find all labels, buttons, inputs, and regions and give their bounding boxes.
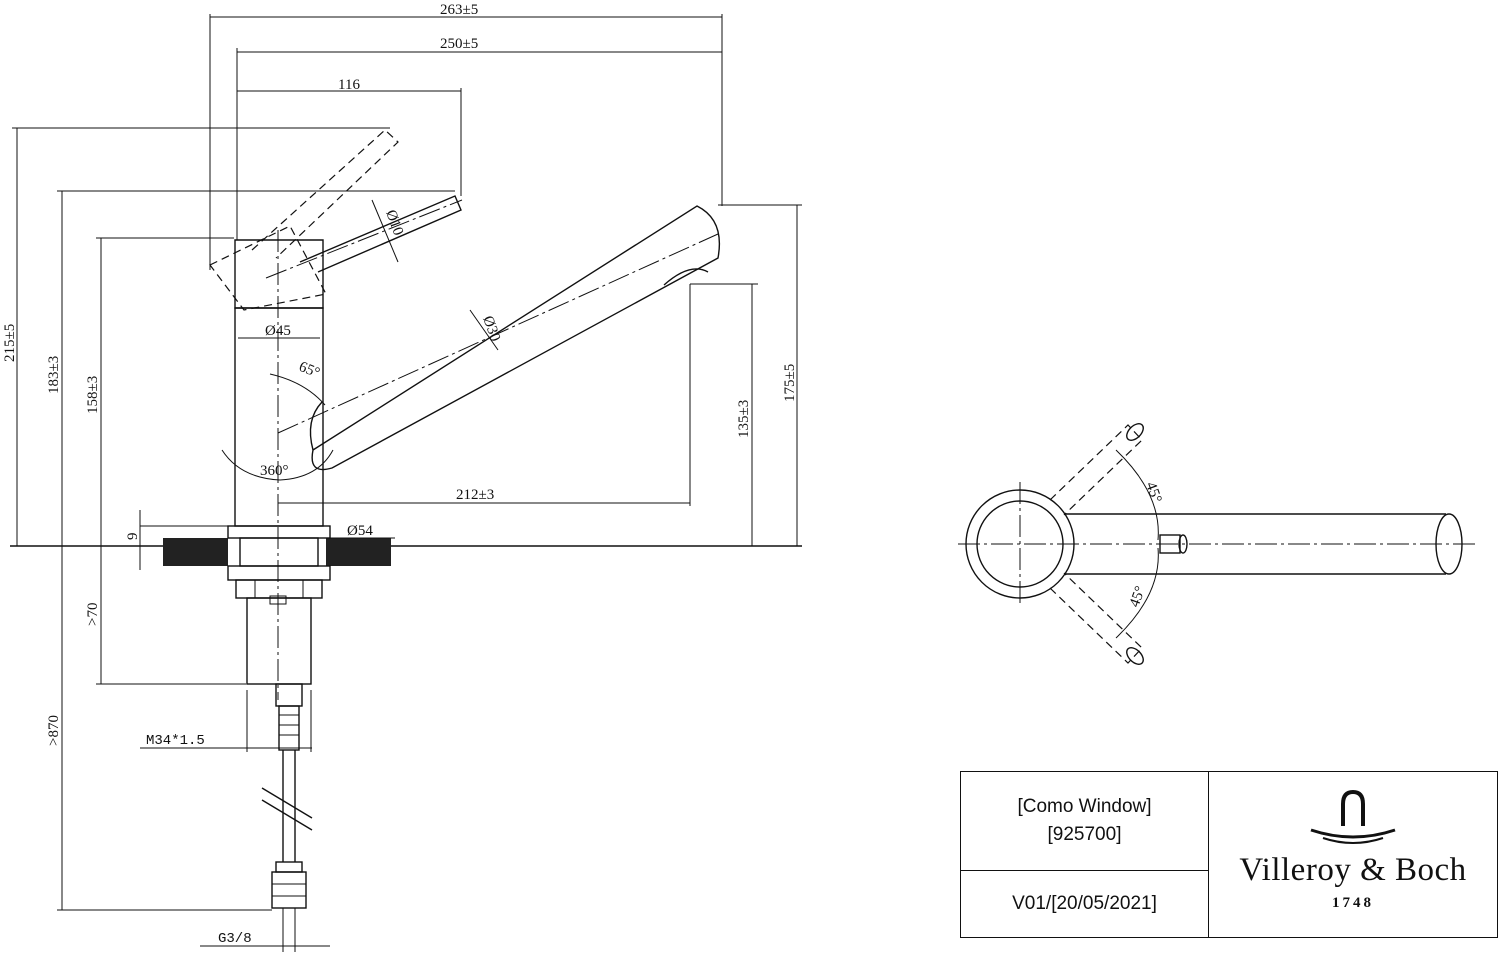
version-date: V01/[20/05/2021] — [1012, 893, 1157, 914]
dim-70: >70 — [85, 603, 101, 626]
brand-logo: Villeroy & Boch 1748 — [1209, 772, 1497, 937]
dim-9: 9 — [125, 533, 141, 541]
dim-263: 263±5 — [440, 2, 478, 18]
product-name: [Como Window] — [1017, 796, 1152, 817]
dia-45: Ø45 — [265, 323, 291, 339]
top-view: 45° 45° — [958, 423, 1478, 665]
top-angle-45-lower: 45° — [1127, 584, 1149, 609]
product-info: [Como Window] [925700] — [961, 772, 1208, 871]
dia-30: Ø30 — [479, 314, 503, 344]
thread-g38: G3/8 — [218, 931, 252, 947]
side-view: 263±5 250±5 116 215±5 183±3 158±3 175±5 … — [2, 2, 802, 952]
brand-year: 1748 — [1332, 895, 1374, 911]
dim-250: 250±5 — [440, 36, 478, 52]
product-code: [925700] — [1047, 824, 1122, 845]
angle-65: 65° — [297, 359, 322, 382]
angle-360: 360° — [260, 463, 289, 479]
dia-54: Ø54 — [347, 523, 373, 539]
dim-212: 212±3 — [456, 487, 494, 503]
dim-183: 183±3 — [46, 356, 62, 394]
faucet-logo-icon — [1310, 789, 1396, 844]
thread-m34: M34*1.5 — [146, 733, 205, 749]
dim-175: 175±5 — [782, 364, 798, 402]
dim-116: 116 — [338, 77, 360, 93]
brand-name: Villeroy & Boch — [1239, 852, 1467, 888]
title-block: [Como Window] [925700] V01/[20/05/2021] … — [960, 771, 1498, 938]
title-block-info: [Como Window] [925700] V01/[20/05/2021] — [961, 772, 1209, 937]
dim-870: >870 — [46, 715, 62, 746]
dim-215: 215±5 — [2, 324, 18, 362]
top-angle-45-upper: 45° — [1142, 480, 1164, 505]
dim-158: 158±3 — [85, 376, 101, 414]
dim-135: 135±3 — [736, 400, 752, 438]
